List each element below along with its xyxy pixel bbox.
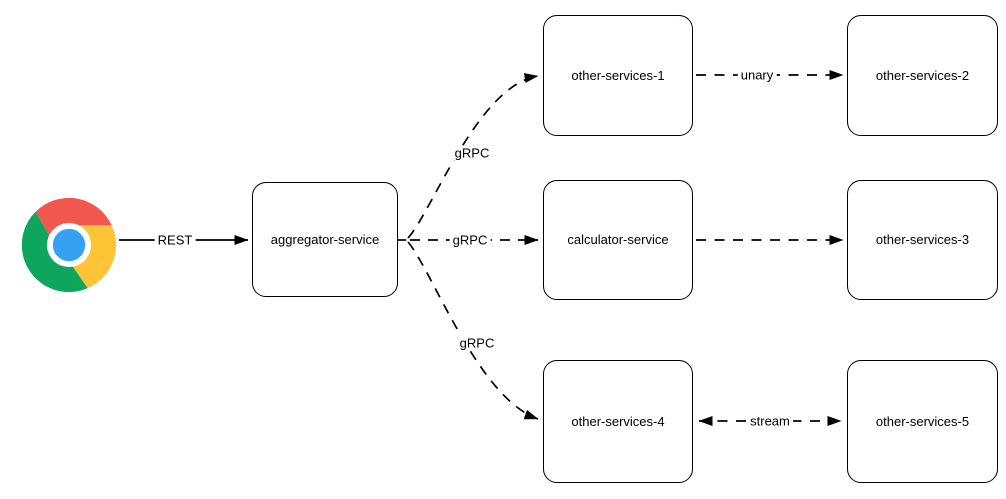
node-other-services-4: other-services-4 bbox=[543, 360, 693, 483]
node-other-services-1: other-services-1 bbox=[543, 15, 693, 136]
edge-label-rest: REST bbox=[154, 232, 196, 248]
node-label: other-services-2 bbox=[875, 67, 970, 83]
node-other-services-3: other-services-3 bbox=[847, 180, 998, 300]
edge-label-grpc-bottom: gRPC bbox=[456, 335, 498, 351]
edge-grpc-top bbox=[407, 73, 539, 239]
edge-grpc-bottom bbox=[407, 241, 539, 420]
node-other-services-2: other-services-2 bbox=[847, 15, 998, 136]
node-label: other-services-3 bbox=[875, 232, 970, 247]
node-other-services-5: other-services-5 bbox=[847, 360, 998, 483]
node-label: aggregator-service bbox=[270, 231, 380, 247]
edge-label-unary: unary bbox=[737, 67, 777, 83]
edge-label-stream: stream bbox=[747, 413, 793, 429]
node-label: other-services-1 bbox=[571, 67, 665, 83]
chrome-icon bbox=[21, 197, 116, 293]
chrome-blue-center bbox=[52, 228, 86, 262]
node-calculator-service: calculator-service bbox=[543, 180, 693, 300]
edge-label-grpc-middle: gRPC bbox=[449, 232, 491, 248]
edge-label-grpc-top: gRPC bbox=[451, 145, 493, 161]
node-label: other-services-5 bbox=[875, 413, 970, 429]
node-label: other-services-4 bbox=[571, 413, 665, 429]
node-label: calculator-service bbox=[567, 232, 669, 247]
node-aggregator-service: aggregator-service bbox=[252, 182, 398, 297]
